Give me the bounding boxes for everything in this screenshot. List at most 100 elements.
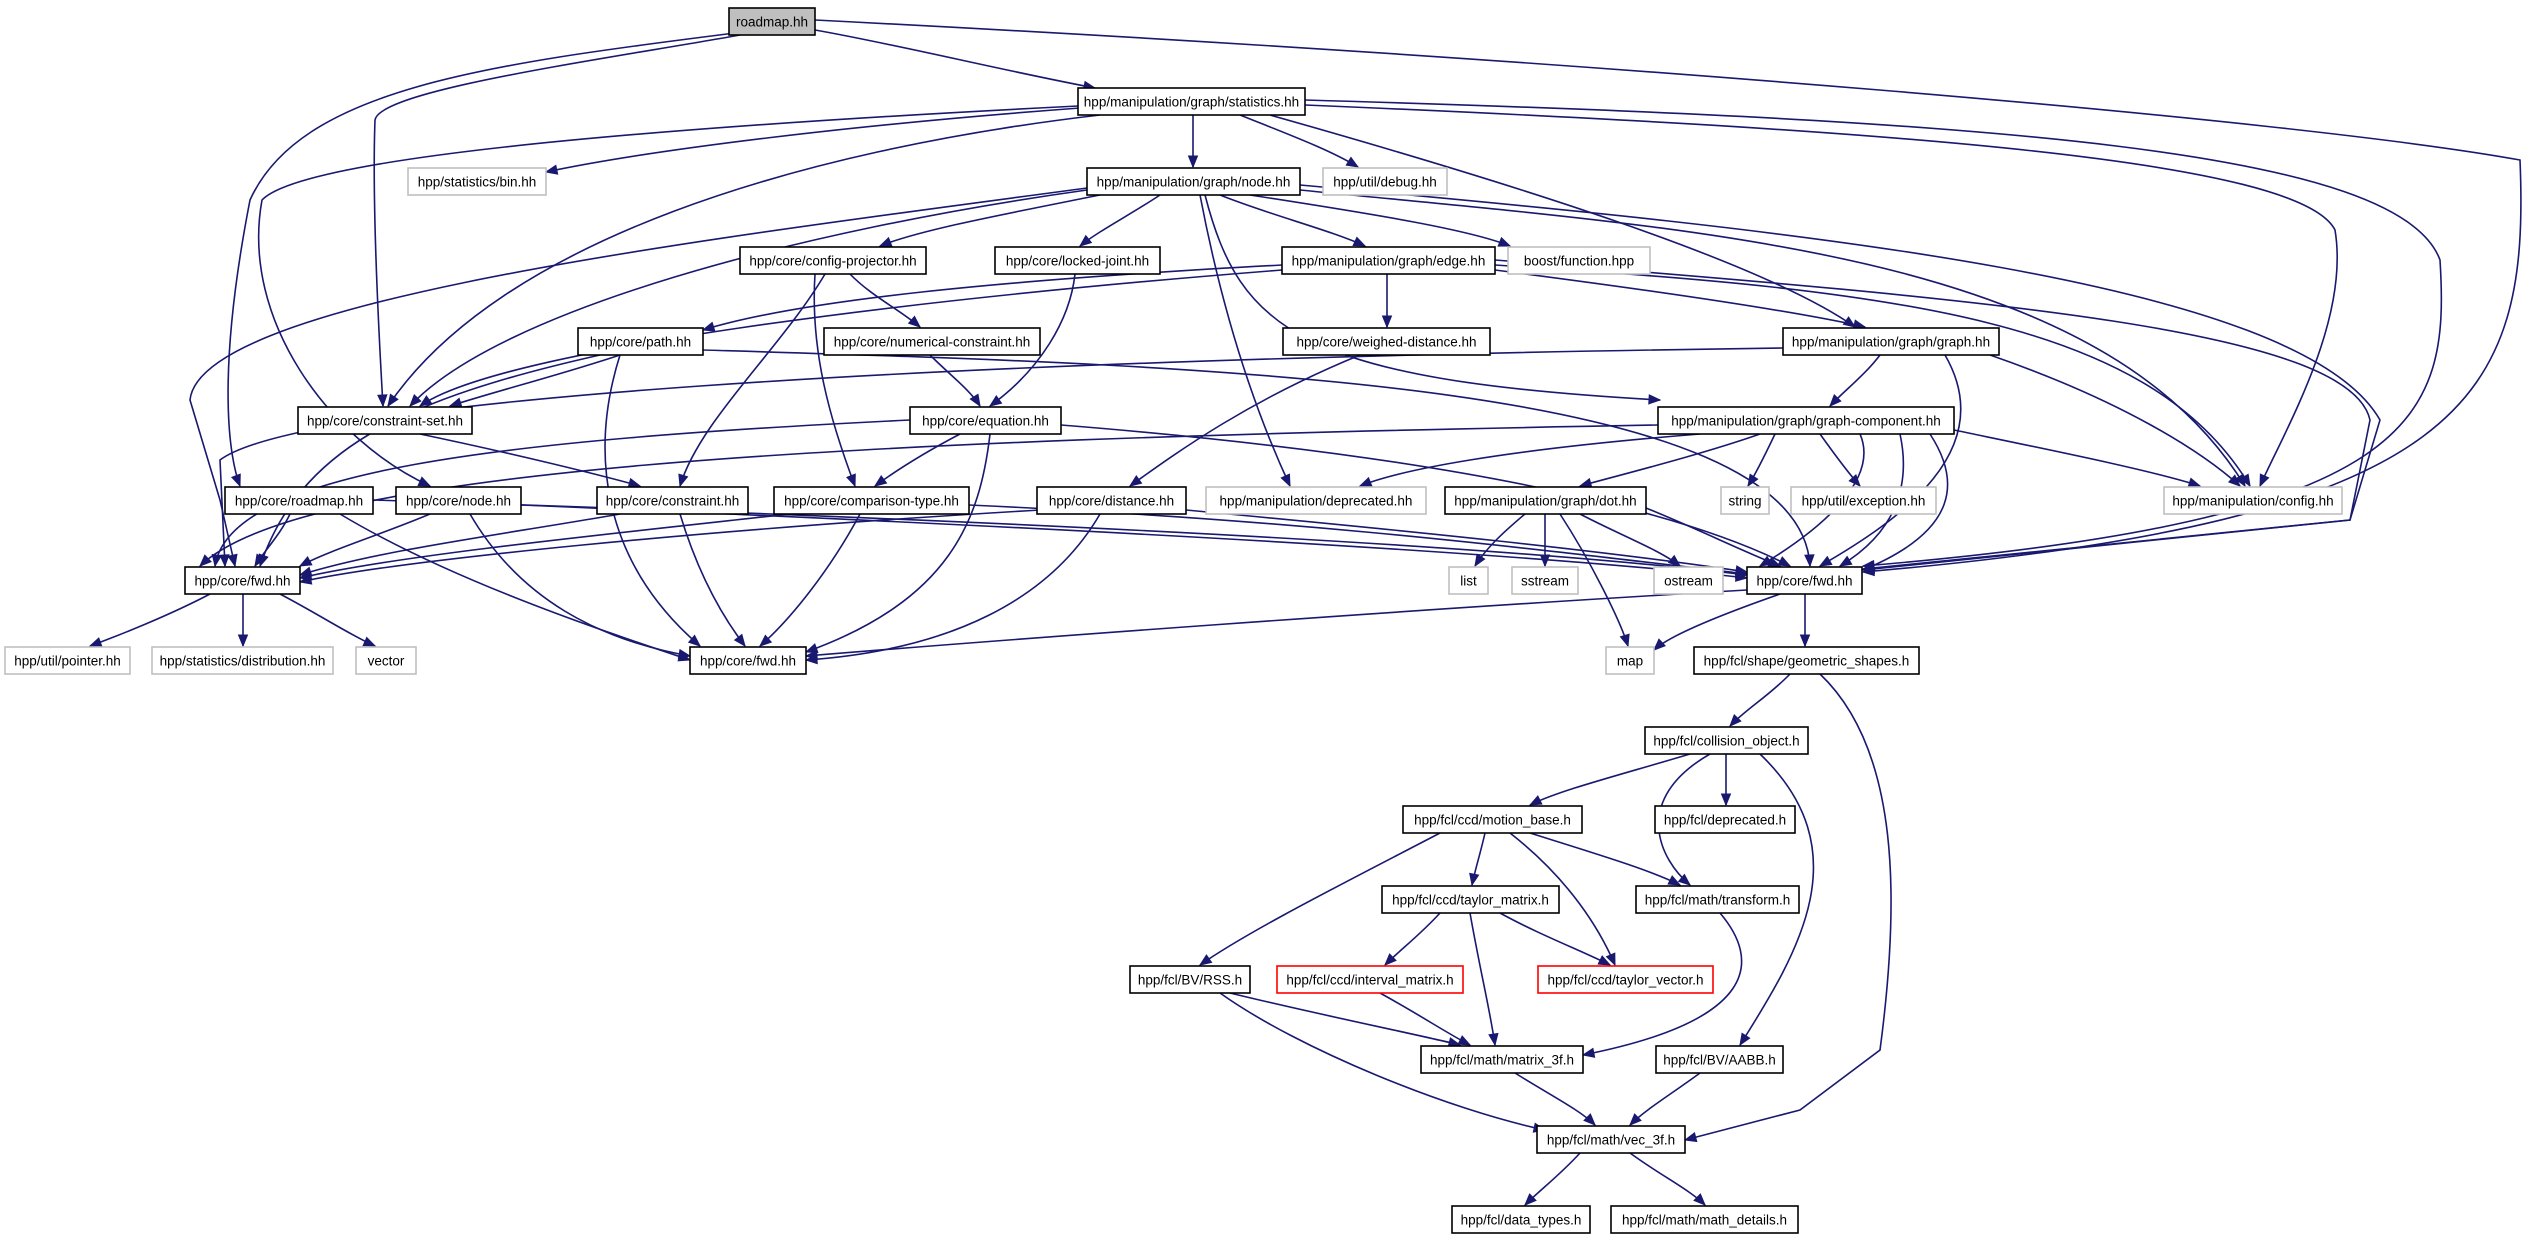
node-box: [1790, 486, 1937, 515]
node-path[interactable]: hpp/core/path.hh: [577, 327, 704, 356]
arrowhead-icon: [1578, 477, 1593, 489]
node-weighed-distance[interactable]: hpp/core/weighed-distance.hh: [1282, 327, 1491, 356]
edge-line: [813, 273, 856, 487]
arrowhead-icon: [759, 634, 773, 647]
node-core-fwd-b[interactable]: hpp/core/fwd.hh: [1746, 566, 1863, 595]
edge-core-fwd-a-to-stat-distribution: [237, 594, 249, 648]
edge-locked-joint-to-equation: [988, 273, 1076, 407]
node-locked-joint[interactable]: hpp/core/locked-joint.hh: [994, 246, 1161, 275]
edge-line: [1509, 832, 1616, 966]
edge-line: [1819, 354, 1962, 567]
edge-edge-hh-to-path: [701, 264, 1283, 332]
node-core-node[interactable]: hpp/core/node.hh: [395, 486, 522, 515]
node-graph-hh[interactable]: hpp/manipulation/graph/graph.hh: [1782, 327, 2000, 356]
node-core-fwd-a[interactable]: hpp/core/fwd.hh: [184, 566, 301, 595]
node-config-projector[interactable]: hpp/core/config-projector.hh: [739, 246, 927, 275]
edge-graph-dot-to-ostream: [1579, 513, 1682, 567]
edge-graph-hh-to-core-fwd-a: [219, 347, 1784, 568]
edge-line: [214, 419, 911, 567]
edge-line: [1129, 354, 1361, 487]
node-equation[interactable]: hpp/core/equation.hh: [909, 406, 1062, 435]
arrowhead-icon: [1799, 634, 1811, 648]
node-vec-3f[interactable]: hpp/fcl/math/vec_3f.h: [1536, 1125, 1686, 1154]
node-label: hpp/statistics/distribution.hh: [160, 654, 326, 669]
node-core-constraint[interactable]: hpp/core/constraint.hh: [596, 486, 749, 515]
node-constraint-set[interactable]: hpp/core/constraint-set.hh: [297, 406, 473, 435]
edge-line: [1729, 673, 1791, 727]
edge-graph-component-to-manip-deprecated: [1358, 433, 1701, 487]
node-aabb[interactable]: hpp/fcl/BV/AABB.h: [1655, 1045, 1784, 1074]
edge-line: [1185, 509, 1748, 573]
edge-line: [1359, 433, 1701, 487]
node-core-distance[interactable]: hpp/core/distance.hh: [1036, 486, 1187, 515]
arrowhead-icon: [907, 315, 922, 328]
node-box: [1720, 486, 1770, 515]
arrowhead-icon: [544, 164, 559, 175]
edge-line: [299, 513, 791, 579]
edge-statistics-to-util-debug: [1239, 114, 1360, 168]
node-numerical-constraint[interactable]: hpp/core/numerical-constraint.hh: [823, 327, 1041, 356]
node-interval-matrix[interactable]: hpp/fcl/ccd/interval_matrix.h: [1276, 965, 1464, 994]
node-collision-object[interactable]: hpp/fcl/collision_object.h: [1644, 726, 1809, 755]
edge-core-fwd-b-to-map: [1653, 593, 1781, 651]
node-label: sstream: [1521, 574, 1569, 589]
arrowhead-icon: [199, 554, 212, 567]
node-label: hpp/fcl/BV/AABB.h: [1663, 1053, 1776, 1068]
node-taylor-matrix[interactable]: hpp/fcl/ccd/taylor_matrix.h: [1381, 885, 1560, 914]
edge-line: [849, 273, 921, 328]
arrowhead-icon: [1539, 554, 1551, 568]
edge-collision-object-to-aabb: [1739, 753, 1815, 1047]
arrowhead-icon: [804, 649, 818, 661]
node-taylor-vector[interactable]: hpp/fcl/ccd/taylor_vector.h: [1537, 965, 1714, 994]
edge-line: [879, 194, 1101, 247]
node-label: hpp/fcl/ccd/taylor_matrix.h: [1392, 893, 1549, 908]
edge-graph-dot-to-core-fwd-b: [1645, 507, 1782, 567]
node-transform[interactable]: hpp/fcl/math/transform.h: [1635, 885, 1800, 914]
node-comparison-type[interactable]: hpp/core/comparison-type.hh: [773, 486, 970, 515]
edge-config-projector-to-comparison-type: [813, 273, 856, 488]
edge-line: [1579, 513, 1681, 567]
edge-graph-component-to-core-fwd-b: [1861, 433, 1949, 571]
node-box: [728, 7, 816, 36]
node-label: hpp/core/equation.hh: [922, 414, 1049, 429]
arrowhead-icon: [1078, 234, 1093, 247]
edge-line: [219, 347, 1784, 567]
node-math-details[interactable]: hpp/fcl/math/math_details.h: [1610, 1205, 1799, 1234]
node-matrix-3f[interactable]: hpp/fcl/math/matrix_3f.h: [1420, 1045, 1584, 1074]
node-box: [1654, 805, 1796, 834]
edge-graph-hh-to-manip-config: [1989, 354, 2241, 487]
node-edge-hh[interactable]: hpp/manipulation/graph/edge.hh: [1281, 246, 1496, 275]
edge-line: [805, 589, 1748, 657]
edge-graph-hh-to-core-fwd-b: [1818, 354, 1962, 567]
arrowhead-icon: [1667, 554, 1682, 567]
edge-path-to-core-fwd-b: [702, 349, 1815, 568]
node-data-types[interactable]: hpp/fcl/data_types.h: [1451, 1205, 1591, 1234]
node-statistics[interactable]: hpp/manipulation/graph/statistics.hh: [1077, 87, 1306, 116]
node-geometric-shapes[interactable]: hpp/fcl/shape/geometric_shapes.h: [1693, 646, 1920, 675]
arrowhead-icon: [1497, 236, 1512, 247]
node-core-fwd-c[interactable]: hpp/core/fwd.hh: [689, 646, 807, 675]
node-label: hpp/core/fwd.hh: [194, 574, 290, 589]
edge-line: [409, 189, 1088, 407]
edge-line: [1529, 832, 1681, 886]
node-graph-component[interactable]: hpp/manipulation/graph/graph-component.h…: [1657, 406, 1955, 435]
node-graph-dot[interactable]: hpp/manipulation/graph/dot.hh: [1444, 486, 1647, 515]
node-label: hpp/fcl/BV/RSS.h: [1138, 973, 1242, 988]
edge-line: [1629, 1072, 1701, 1126]
node-label: hpp/fcl/data_types.h: [1461, 1213, 1582, 1228]
node-fcl-deprecated[interactable]: hpp/fcl/deprecated.h: [1654, 805, 1796, 834]
node-core-roadmap[interactable]: hpp/core/roadmap.hh: [224, 486, 374, 515]
node-label: hpp/fcl/math/vec_3f.h: [1547, 1133, 1675, 1148]
node-box: [1507, 246, 1651, 275]
node-roadmap[interactable]: roadmap.hh: [728, 7, 816, 36]
node-motion-base[interactable]: hpp/fcl/ccd/motion_base.h: [1402, 805, 1583, 834]
edge-line: [1514, 1072, 1596, 1126]
arrowhead-icon: [1581, 1047, 1596, 1058]
arrowhead-icon: [1187, 155, 1199, 169]
node-label: hpp/core/weighed-distance.hh: [1296, 335, 1476, 350]
node-node-hh[interactable]: hpp/manipulation/graph/node.hh: [1086, 167, 1301, 196]
node-rss[interactable]: hpp/fcl/BV/RSS.h: [1129, 965, 1251, 994]
edge-line: [1469, 912, 1496, 1046]
node-map: map: [1605, 646, 1655, 675]
